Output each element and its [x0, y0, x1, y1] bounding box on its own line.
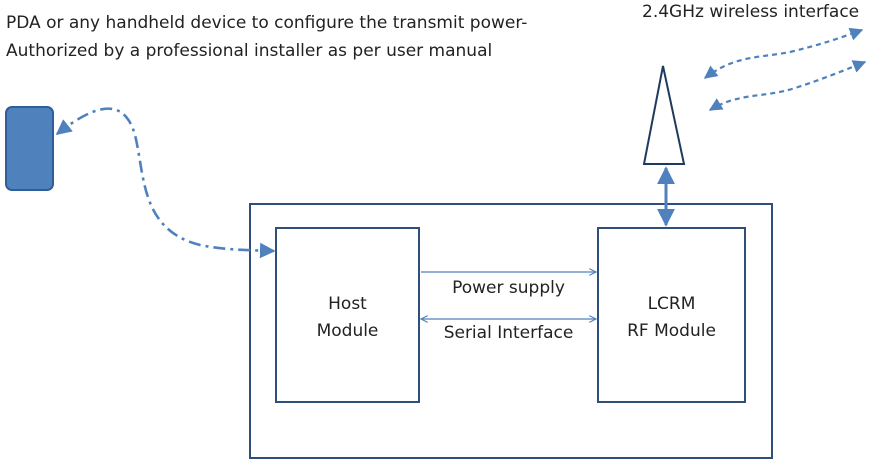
- host-module-box: [276, 228, 419, 402]
- rf-module-label-line-1: LCRM: [598, 293, 745, 315]
- device-host-link: [57, 109, 274, 251]
- wireless-wave-upper: [705, 30, 862, 78]
- host-module-label-line-1: Host: [276, 293, 419, 315]
- note-line-2: Authorized by a professional installer a…: [6, 40, 492, 62]
- wireless-interface-label: 2.4GHz wireless interface: [642, 1, 859, 23]
- serial-interface-label: Serial Interface: [421, 322, 596, 344]
- rf-module-label-line-2: RF Module: [598, 320, 745, 342]
- note-line-1: PDA or any handheld device to configure …: [6, 12, 527, 34]
- handheld-device-icon: [6, 107, 53, 190]
- host-module-label-line-2: Module: [276, 320, 419, 342]
- rf-module-box: [598, 228, 745, 402]
- antenna-icon: [644, 66, 684, 164]
- power-supply-label: Power supply: [421, 277, 596, 299]
- wireless-wave-lower: [710, 62, 865, 110]
